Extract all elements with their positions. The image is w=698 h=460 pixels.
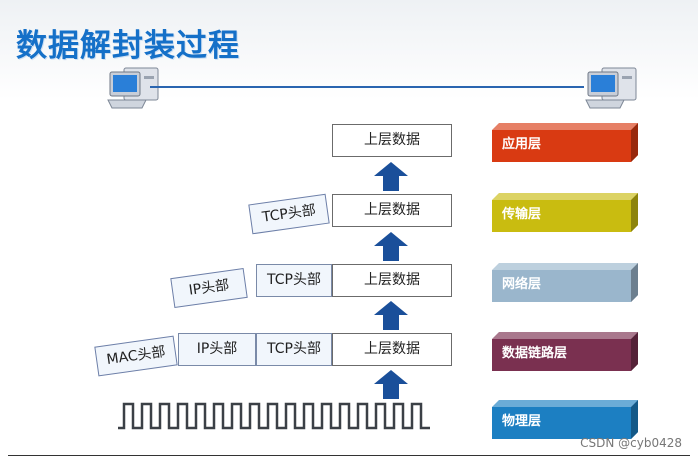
- computer-icon-left: [107, 67, 159, 109]
- signal-waveform: [118, 402, 430, 430]
- layer-label-physical: 物理层: [502, 414, 542, 429]
- upper-data-box-1: 上层数据: [332, 124, 452, 157]
- up-arrow-icon-1: [374, 162, 408, 191]
- layer-label-data-link: 数据链路层: [502, 346, 568, 361]
- layer-label-transport: 传输层: [502, 207, 542, 222]
- watermark: CSDN @cyb0428: [580, 436, 682, 450]
- layer-physical: 物理层: [492, 400, 638, 440]
- layer-data-link: 数据链路层: [492, 332, 638, 372]
- upper-data-box-4: 上层数据: [332, 333, 452, 366]
- up-arrow-icon-2: [374, 232, 408, 261]
- ip-header-box-4: IP头部: [178, 333, 256, 366]
- layer-transport: 传输层: [492, 193, 638, 233]
- upper-data-box-2: 上层数据: [332, 194, 452, 227]
- layer-application: 应用层: [492, 123, 638, 163]
- connection-line: [150, 86, 584, 88]
- page-title: 数据解封装过程: [16, 28, 240, 64]
- tcp-header-box-3: TCP头部: [256, 264, 332, 297]
- bottom-rule: [8, 455, 690, 456]
- up-arrow-icon-4: [374, 370, 408, 399]
- computer-icon-right: [585, 67, 637, 109]
- layer-label-application: 应用层: [502, 137, 542, 152]
- layer-network: 网络层: [492, 263, 638, 303]
- mac-header-tag-4: MAC头部: [94, 335, 178, 377]
- tcp-header-tag-2: TCP头部: [248, 193, 330, 235]
- layer-label-network: 网络层: [502, 277, 542, 292]
- tcp-header-box-4: TCP头部: [256, 333, 332, 366]
- upper-data-box-3: 上层数据: [332, 264, 452, 297]
- up-arrow-icon-3: [374, 301, 408, 330]
- ip-header-tag-3: IP头部: [170, 267, 248, 309]
